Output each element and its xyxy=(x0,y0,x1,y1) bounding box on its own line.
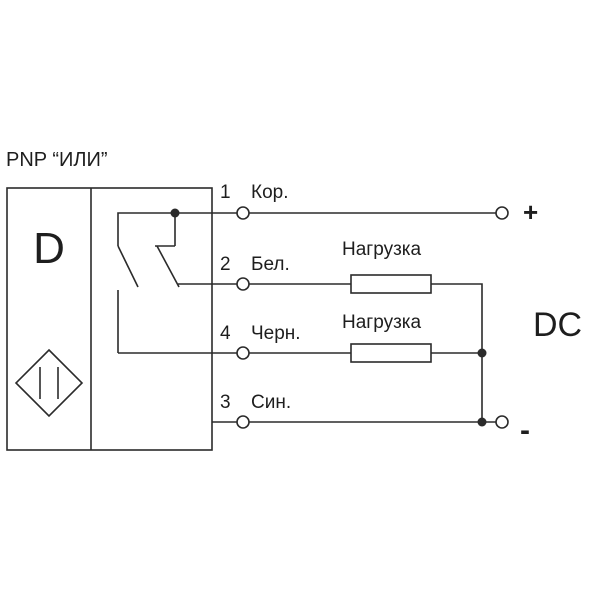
terminal-plus xyxy=(495,206,509,220)
terminal-3 xyxy=(236,415,250,429)
load-label: Нагрузка xyxy=(342,312,422,333)
pin-number: 1 xyxy=(220,182,231,203)
plus-sign: + xyxy=(523,197,538,227)
pin-number: 2 xyxy=(220,254,231,275)
junction-dot xyxy=(477,417,487,427)
switch-contacts xyxy=(117,212,237,354)
pin-label: Черн. xyxy=(251,323,301,344)
pin-label: Бел. xyxy=(251,254,290,275)
pin-label: Син. xyxy=(251,392,291,413)
pin-number: 4 xyxy=(220,323,231,344)
terminal-minus xyxy=(495,415,509,429)
pin-label: Кор. xyxy=(251,182,288,203)
wire-2-b xyxy=(431,283,483,422)
load-resistor-2 xyxy=(350,343,432,363)
minus-sign: - xyxy=(520,414,530,447)
load-resistor-1 xyxy=(350,274,432,294)
terminal-1 xyxy=(236,206,250,220)
pin-number: 3 xyxy=(220,392,231,413)
junction-dot xyxy=(170,208,180,218)
sensor-housing xyxy=(6,187,213,451)
supply-label: DC xyxy=(533,306,582,344)
inductive-sensor-icon xyxy=(14,348,84,418)
terminal-4 xyxy=(236,346,250,360)
terminal-2 xyxy=(236,277,250,291)
junction-dot xyxy=(477,348,487,358)
sensor-letter: D xyxy=(33,224,65,273)
load-label: Нагрузка xyxy=(342,239,422,260)
diagram-title: PNP “ИЛИ” xyxy=(6,149,108,171)
